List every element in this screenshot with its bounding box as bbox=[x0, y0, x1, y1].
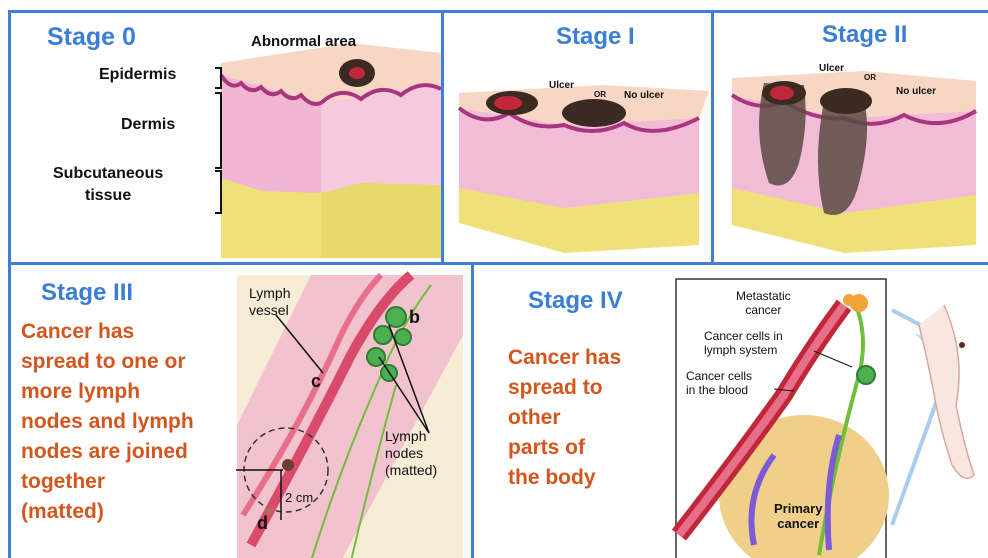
stage-0-panel: Stage 0 Abnormal area Epidermis Dermis S… bbox=[8, 10, 444, 265]
metastatic-cluster bbox=[843, 294, 855, 306]
no-ulcer-label: No ulcer bbox=[896, 86, 936, 97]
epidermis-bracket bbox=[215, 68, 221, 88]
or-label: OR bbox=[594, 90, 606, 99]
subcutaneous-label: Subcutaneous tissue bbox=[53, 163, 163, 207]
ulcer-core bbox=[770, 86, 794, 100]
ulcer-core bbox=[494, 96, 522, 110]
fat-side bbox=[321, 183, 441, 258]
skin-lesion bbox=[959, 342, 965, 348]
epidermis-label: Epidermis bbox=[99, 66, 176, 84]
stage-1-panel: Stage I Ulcer OR No ulcer bbox=[441, 10, 714, 265]
stage-4-description: Cancer has spread to other parts of the … bbox=[508, 343, 621, 493]
or-label: OR bbox=[864, 73, 876, 82]
no-ulcer-tumor bbox=[562, 99, 626, 127]
stage-2-skin-illustration bbox=[714, 13, 988, 265]
stage-3-title: Stage III bbox=[41, 279, 133, 307]
stage-4-title: Stage IV bbox=[528, 287, 623, 315]
stage-2-panel: Stage II Ulcer OR No ulcer bbox=[711, 10, 988, 265]
metastatic-label: Metastatic cancer bbox=[736, 289, 791, 317]
stage-1-title: Stage I bbox=[556, 23, 635, 51]
lymph-node bbox=[386, 307, 406, 327]
lymph-nodes-label: Lymph nodes (matted) bbox=[385, 428, 437, 479]
letter-d-label: d bbox=[257, 513, 268, 534]
stage-0-title: Stage 0 bbox=[47, 23, 136, 52]
subcutaneous-bracket bbox=[215, 171, 221, 213]
ulcer-label: Ulcer bbox=[819, 63, 844, 74]
primary-cancer-label: Primary cancer bbox=[774, 501, 822, 531]
arm-outline bbox=[919, 305, 974, 478]
dermis-label: Dermis bbox=[121, 116, 175, 134]
stage-3-panel: Stage III Cancer has spread to one or mo… bbox=[8, 262, 474, 558]
primary-tumor-dot bbox=[282, 459, 294, 471]
ulcer-label: Ulcer bbox=[549, 80, 574, 91]
blood-label: Cancer cells in the blood bbox=[686, 369, 752, 397]
letter-c-label: c bbox=[311, 371, 321, 392]
stage-4-panel: Stage IV Cancer has spread to other part… bbox=[471, 262, 988, 558]
lymph-system-label: Cancer cells in lymph system bbox=[704, 329, 783, 357]
no-ulcer-label: No ulcer bbox=[624, 90, 664, 101]
stage-3-description: Cancer has spread to one or more lymph n… bbox=[21, 317, 194, 527]
stage-2-title: Stage II bbox=[822, 21, 907, 49]
distance-label: 2 cm bbox=[285, 489, 313, 506]
letter-b-label: b bbox=[409, 307, 420, 328]
no-ulcer-tumor bbox=[820, 88, 872, 114]
lymph-node bbox=[857, 366, 875, 384]
lymph-node bbox=[374, 326, 392, 344]
abnormal-area-label: Abnormal area bbox=[251, 33, 356, 50]
dermis-bracket bbox=[215, 93, 221, 168]
lymph-vessel-label: Lymph vessel bbox=[249, 285, 291, 319]
lymph-node bbox=[395, 329, 411, 345]
abnormal-area-core bbox=[349, 67, 365, 79]
